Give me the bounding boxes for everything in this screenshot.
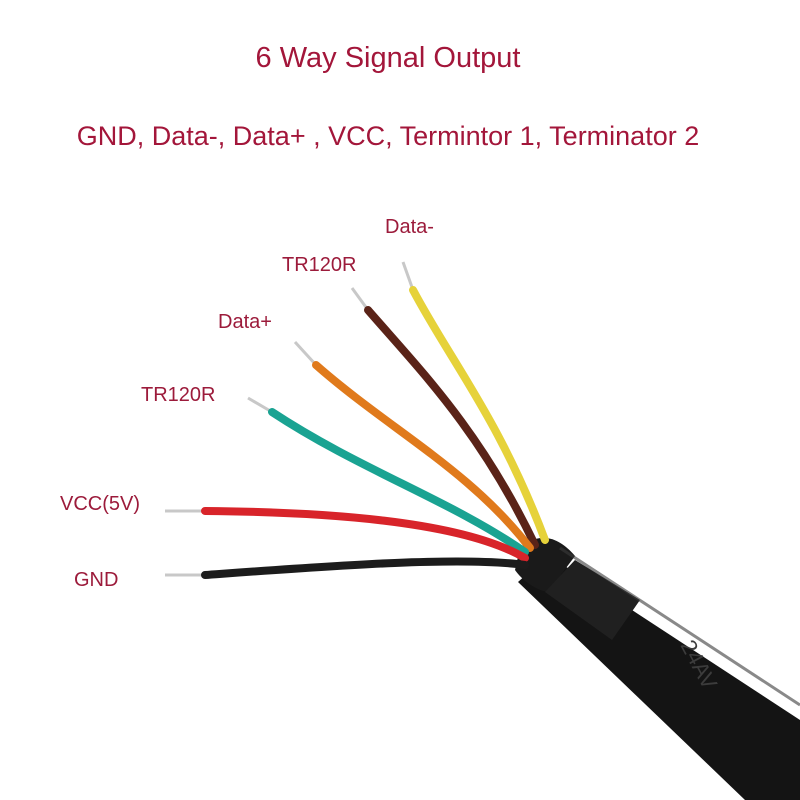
label-gnd: GND — [74, 569, 118, 591]
conductor-tip — [293, 340, 318, 367]
conductor-tip — [401, 261, 415, 291]
conductor-tip — [247, 396, 273, 414]
wire-tr120r-2 — [247, 396, 529, 556]
cable-jacket: 24AV — [515, 537, 800, 800]
wire-data-plus — [293, 340, 534, 552]
wire-vcc — [165, 507, 529, 562]
label-tr120r-2: TR120R — [141, 384, 215, 406]
diagram-title: 6 Way Signal Output — [256, 42, 521, 74]
label-data-minus: Data- — [385, 216, 434, 238]
label-vcc: VCC(5V) — [60, 493, 140, 515]
wire-tr120r-1 — [350, 287, 539, 549]
conductor-tip — [350, 287, 370, 311]
label-tr120r-1: TR120R — [282, 254, 356, 276]
label-data-plus: Data+ — [218, 311, 272, 333]
wire-gnd — [165, 557, 529, 579]
signal-list: GND, Data-, Data+ , VCC, Termintor 1, Te… — [77, 121, 699, 151]
wire-data-minus — [401, 261, 549, 544]
wire-group — [165, 261, 549, 579]
